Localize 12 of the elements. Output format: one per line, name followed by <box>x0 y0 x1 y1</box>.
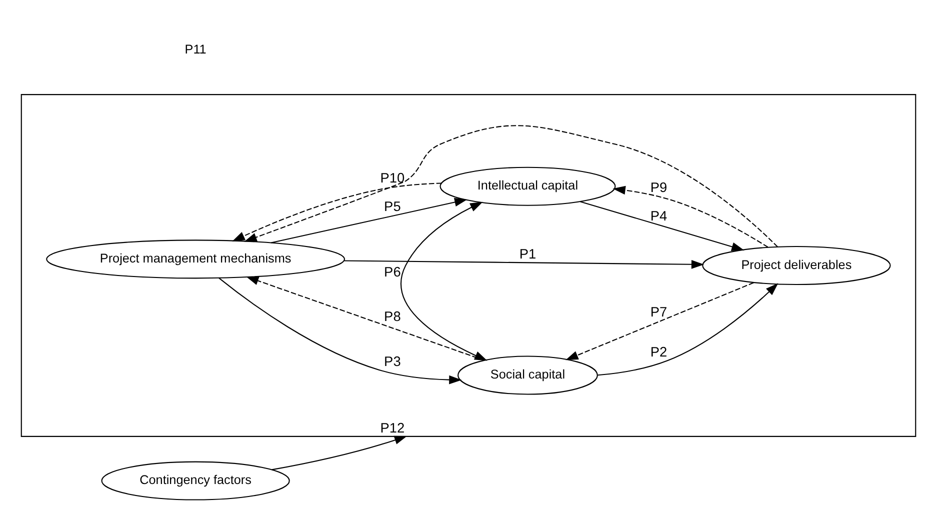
edge-label: P8 <box>384 308 401 324</box>
edge-label: P5 <box>384 199 401 214</box>
edge-label: P6 <box>384 264 401 280</box>
edge-label: P10 <box>380 170 405 186</box>
edge-label: P9 <box>650 180 668 196</box>
edge-label: P12 <box>380 420 405 436</box>
edge-label: P4 <box>650 208 668 224</box>
edge-label: P2 <box>650 344 668 360</box>
edge-label: P1 <box>519 246 536 262</box>
edge-label: P3 <box>384 354 401 370</box>
edge-label: P7 <box>650 304 668 320</box>
label: P11 <box>184 42 206 56</box>
